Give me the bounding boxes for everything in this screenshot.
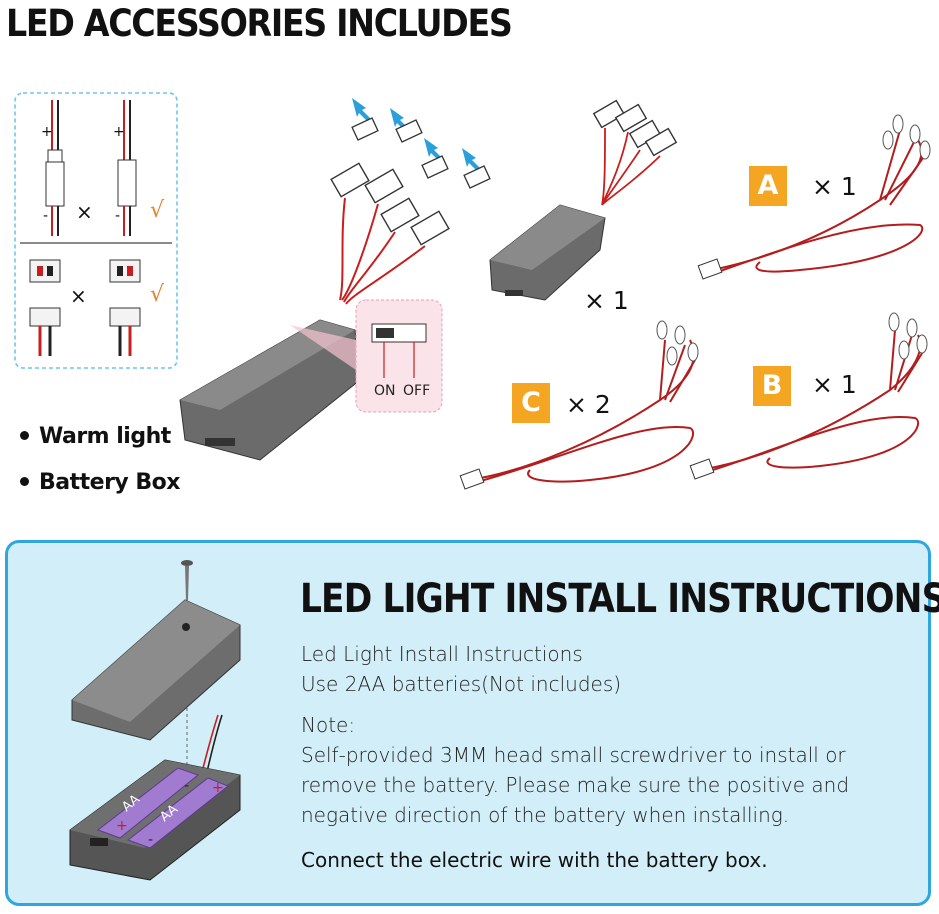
wrong-mark: × [70,284,87,308]
bullet-dot-icon [20,430,29,440]
battery-box-splitter-icons [592,99,678,157]
right-mark: √ [150,198,165,223]
cable-a-qty: × 1 [812,172,857,201]
cable-b-badge: B [753,366,791,406]
note-line-1: Self-provided 3MM head small screwdriver… [301,743,846,767]
battery-box-qty: × 1 [584,286,629,315]
plus-mark: + [113,124,125,140]
battery-box-small-icon [489,204,606,301]
wire-connector-wrong-icon [45,100,65,236]
cable-a-badge: A [749,166,787,206]
instruction-line-2: Use 2AA batteries(Not includes) [301,672,622,696]
accessories-illustration [14,92,931,490]
right-mark: √ [150,282,165,307]
cable-c-badge: C [512,383,550,423]
battery-plus-mark: + [212,780,224,796]
connector-guide-box [14,92,178,369]
led-cable-a-icon [711,129,926,275]
cable-b-qty: × 1 [812,370,857,399]
instruction-line-1: Led Light Install Instructions [301,642,583,666]
bullet-battery-box: Battery Box [20,470,181,495]
led-cable-c-icon [469,339,696,485]
note-line-2: remove the battery. Please make sure the… [301,773,850,797]
page-title: LED ACCESSORIES INCLUDES [6,2,513,45]
battery-minus-mark: - [184,778,190,794]
bullet-warm-light: Warm light [20,424,171,449]
switch-on-label: ON [374,383,396,399]
bullet-dot-icon [20,476,29,486]
connect-instruction: Connect the electric wire with the batte… [301,848,768,872]
plug-connector-right-icon [109,259,141,356]
plus-mark: + [41,124,53,140]
minus-mark: - [43,208,49,224]
battery-box-large-icon [179,319,361,461]
led-cable-b-icon [699,329,925,475]
battery-plus-mark: + [116,818,128,834]
instructions-heading: LED LIGHT INSTALL INSTRUCTIONS [300,576,939,622]
wire-connector-right-icon [117,100,137,236]
cable-c-qty: × 2 [566,390,611,419]
small-plug-icons [351,117,491,189]
note-label: Note: [301,713,356,737]
splitter-connector-icons [330,162,450,246]
battery-minus-mark: - [148,832,154,848]
switch-off-label: OFF [403,383,431,399]
led-bulb-icons [882,114,931,160]
wrong-mark: × [76,200,93,224]
minus-mark: - [115,208,121,224]
note-line-3: negative direction of the battery when i… [301,803,790,827]
plug-connector-wrong-icon [29,259,61,356]
